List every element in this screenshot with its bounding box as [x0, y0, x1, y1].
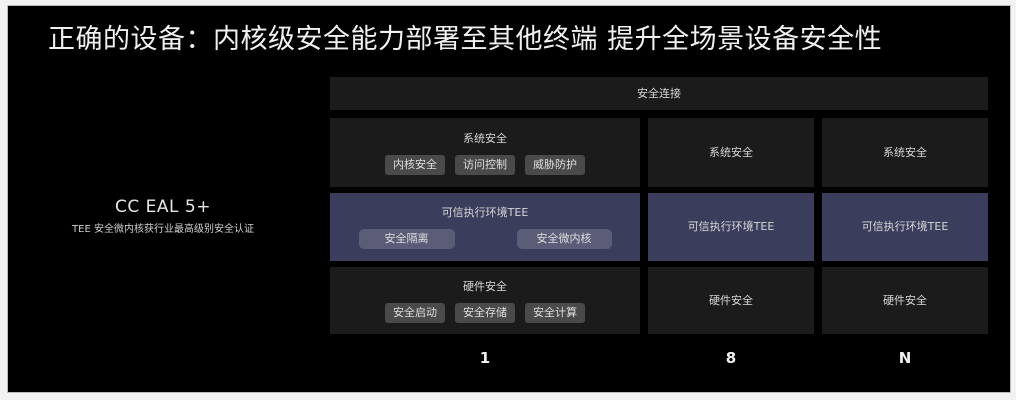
secure-connection-bar: 安全连接: [330, 77, 988, 110]
tee-chips: 安全隔离 安全微内核: [358, 229, 612, 249]
col3-system-security: 系统安全: [822, 118, 988, 187]
chip-secure-storage: 安全存储: [455, 302, 515, 323]
column-label-n: N: [898, 349, 912, 367]
chip-secure-microkernel: 安全微内核: [516, 229, 612, 249]
col3-hardware-security: 硬件安全: [822, 267, 988, 334]
col1-tee: 可信执行环境TEE 安全隔离 安全微内核: [330, 193, 640, 261]
chip-threat-protection: 威胁防护: [525, 154, 585, 175]
system-security-label: 系统安全: [709, 145, 753, 159]
hardware-security-label: 硬件安全: [883, 293, 927, 307]
system-security-label: 系统安全: [463, 131, 507, 145]
col1-system-security: 系统安全 内核安全 访问控制 威胁防护: [330, 118, 640, 187]
tee-label: 可信执行环境TEE: [687, 220, 775, 233]
chip-kernel-security: 内核安全: [385, 154, 445, 175]
certification-level: CC EAL 5+: [115, 197, 211, 217]
secure-connection-label: 安全连接: [637, 86, 681, 100]
hardware-security-chips: 安全启动 安全存储 安全计算: [385, 302, 585, 323]
column-label-8: 8: [725, 349, 737, 367]
certification-description: TEE 安全微内核获行业最高级别安全认证: [72, 224, 254, 235]
chip-secure-boot: 安全启动: [385, 302, 445, 323]
certification-block: CC EAL 5+ TEE 安全微内核获行业最高级别安全认证: [18, 196, 308, 238]
slide-title: 正确的设备：内核级安全能力部署至其他终端 提升全场景设备安全性: [48, 24, 883, 55]
col2-system-security: 系统安全: [648, 118, 814, 187]
col2-hardware-security: 硬件安全: [648, 267, 814, 334]
col2-tee: 可信执行环境TEE: [648, 193, 814, 261]
system-security-label: 系统安全: [883, 145, 927, 159]
chip-security-isolation: 安全隔离: [358, 229, 455, 249]
tee-label: 可信执行环境TEE: [861, 220, 949, 233]
col3-tee: 可信执行环境TEE: [822, 193, 988, 261]
column-label-1: 1: [479, 349, 491, 367]
system-security-chips: 内核安全 访问控制 威胁防护: [385, 154, 585, 175]
chip-access-control: 访问控制: [455, 154, 515, 175]
tee-label: 可信执行环境TEE: [441, 206, 529, 219]
hardware-security-label: 硬件安全: [709, 293, 753, 307]
col1-hardware-security: 硬件安全 安全启动 安全存储 安全计算: [330, 267, 640, 334]
hardware-security-label: 硬件安全: [463, 279, 507, 293]
chip-secure-compute: 安全计算: [525, 302, 585, 323]
